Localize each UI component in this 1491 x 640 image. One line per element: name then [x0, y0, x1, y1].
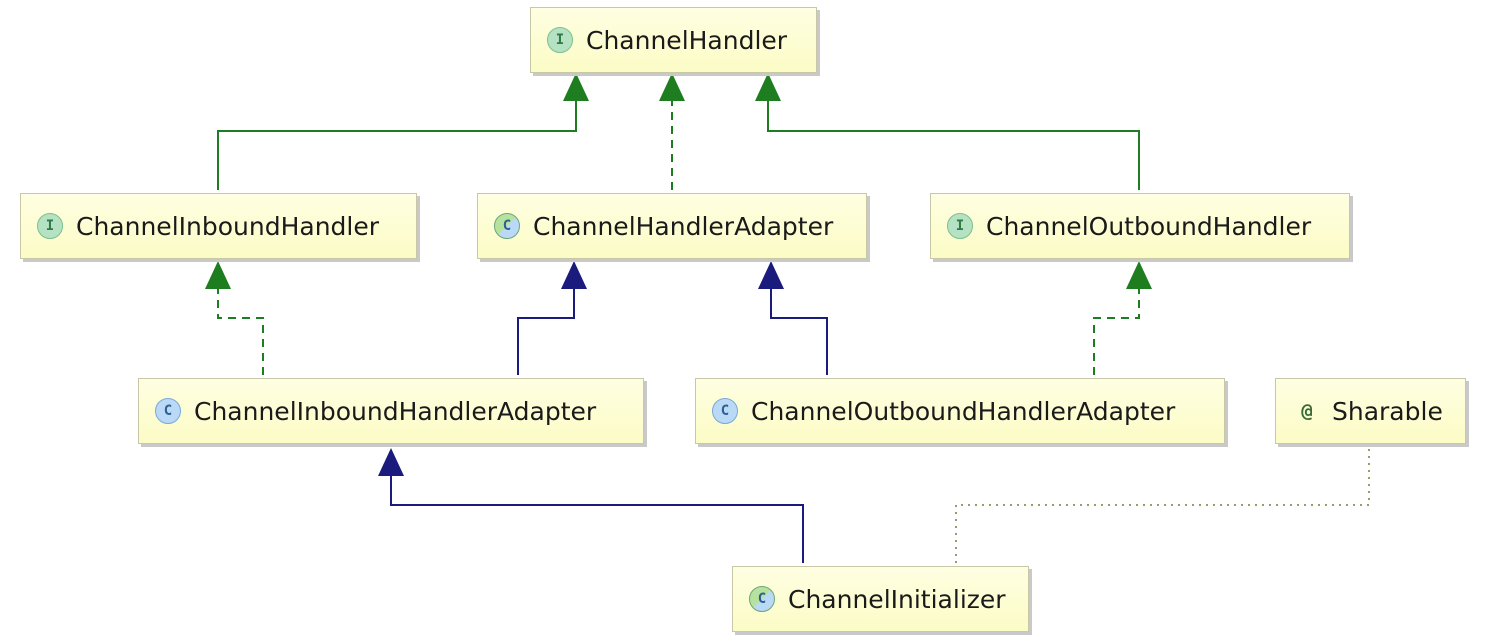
edge-outbound-handler-to-channel-handler: [755, 73, 1140, 190]
edge-outbound-adapter-to-handler-adapter: [758, 261, 828, 375]
node-channel-initializer[interactable]: C ChannelInitializer: [732, 566, 1029, 632]
node-label: ChannelHandler: [586, 25, 788, 55]
interface-icon: I: [547, 27, 573, 53]
node-label: ChannelHandlerAdapter: [533, 211, 834, 241]
edge-inbound-adapter-to-handler-adapter: [517, 261, 587, 375]
abstract-class-icon: C: [749, 586, 775, 612]
annotation-icon: @: [1301, 400, 1313, 422]
class-icon: C: [155, 398, 181, 424]
edge-initializer-to-sharable: [955, 449, 1370, 563]
edge-initializer-to-inbound-adapter: [378, 448, 804, 563]
node-channel-inbound-handler-adapter[interactable]: C ChannelInboundHandlerAdapter: [138, 378, 644, 444]
interface-icon: I: [947, 213, 973, 239]
node-channel-handler[interactable]: I ChannelHandler: [530, 7, 817, 73]
node-channel-outbound-handler-adapter[interactable]: C ChannelOutboundHandlerAdapter: [695, 378, 1225, 444]
abstract-class-icon: C: [494, 213, 520, 239]
edge-inbound-handler-to-channel-handler: [217, 73, 589, 190]
node-label: ChannelInboundHandlerAdapter: [194, 396, 597, 426]
node-sharable[interactable]: @ Sharable: [1275, 378, 1466, 444]
edge-handler-adapter-to-channel-handler: [659, 73, 685, 190]
interface-icon: I: [37, 213, 63, 239]
edge-outbound-adapter-to-outbound-handler: [1093, 261, 1152, 375]
node-channel-outbound-handler[interactable]: I ChannelOutboundHandler: [930, 193, 1350, 259]
node-label: ChannelInboundHandler: [76, 211, 380, 241]
node-label: ChannelOutboundHandlerAdapter: [751, 396, 1176, 426]
node-label: ChannelOutboundHandler: [986, 211, 1312, 241]
edge-inbound-adapter-to-inbound-handler: [205, 261, 264, 375]
node-channel-inbound-handler[interactable]: I ChannelInboundHandler: [20, 193, 417, 259]
node-label: ChannelInitializer: [788, 584, 1006, 614]
node-label: Sharable: [1332, 396, 1443, 426]
node-channel-handler-adapter[interactable]: C ChannelHandlerAdapter: [477, 193, 867, 259]
class-icon: C: [712, 398, 738, 424]
